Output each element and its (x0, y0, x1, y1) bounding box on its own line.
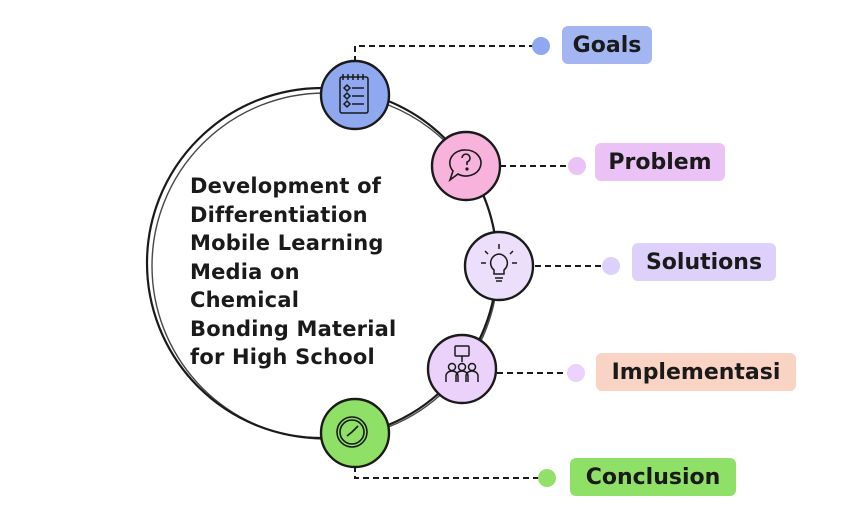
diagram-title: Development of Differentiation Mobile Le… (190, 172, 430, 372)
title-line: Mobile Learning (190, 231, 384, 255)
connector-conclusion (354, 466, 546, 479)
question-bubble-icon (448, 149, 482, 183)
label-goals: Goals (562, 26, 652, 64)
node-problem (430, 130, 502, 202)
title-line: Development of (190, 174, 382, 198)
checklist-icon (339, 74, 369, 114)
dot-solutions (602, 257, 620, 275)
label-problem: Problem (595, 143, 725, 181)
dot-problem (568, 157, 586, 175)
connector-goals (354, 45, 540, 62)
title-line: for High School (190, 345, 375, 369)
title-line: Differentiation (190, 202, 368, 227)
team-presentation-icon (445, 345, 479, 382)
label-conclusion: Conclusion (570, 458, 736, 496)
node-implementasi (426, 333, 498, 405)
dot-conclusion (538, 469, 556, 487)
title-line: Bonding Material (190, 316, 397, 341)
label-solutions: Solutions (632, 243, 776, 281)
lightbulb-icon (481, 244, 517, 282)
node-goals (319, 59, 391, 131)
dot-goals (532, 37, 550, 55)
title-line: Media on (190, 259, 300, 284)
dot-implementasi (567, 364, 585, 382)
title-line: Chemical (190, 288, 300, 312)
node-solutions (463, 230, 535, 302)
clock-icon (336, 416, 368, 448)
node-conclusion (319, 397, 391, 469)
label-implementasi: Implementasi (596, 353, 796, 391)
